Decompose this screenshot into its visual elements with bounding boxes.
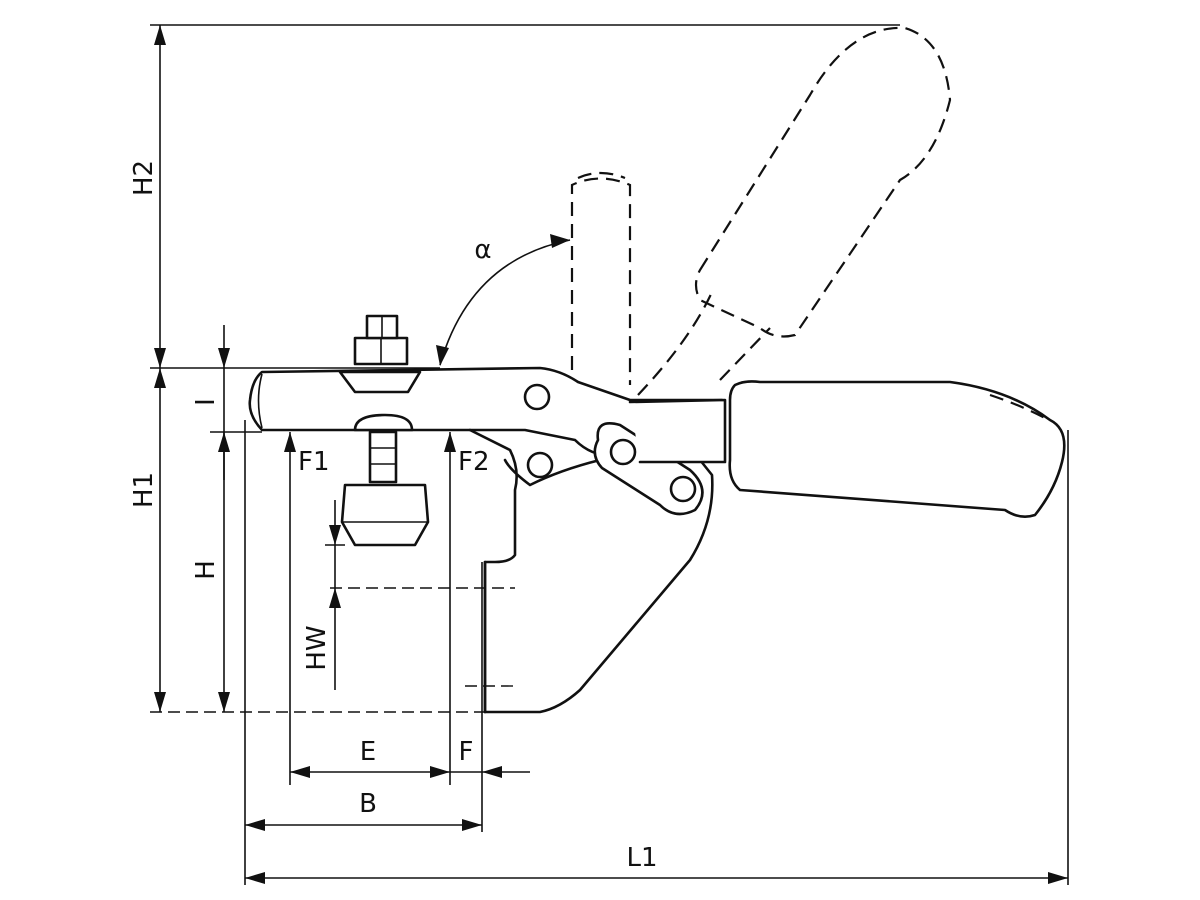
clamp-body [248, 314, 1066, 714]
label-h: H [191, 560, 221, 580]
dimension-labels: H2 α I H1 H F1 F2 HW E F B L1 [129, 160, 658, 873]
label-hw: HW [302, 625, 332, 670]
pivot-pin-1 [523, 383, 551, 411]
top-washer [338, 370, 422, 394]
dim-i-arrow-top [218, 348, 230, 368]
label-h2: H2 [129, 160, 159, 196]
spindle-shaft [368, 430, 398, 484]
open-handle-grip [694, 26, 952, 338]
dim-b-arrow-left [245, 819, 265, 831]
pressure-pad [340, 483, 430, 547]
label-h1: H1 [129, 472, 159, 508]
label-f: F [459, 737, 474, 767]
pivot-pin-3 [609, 438, 637, 466]
label-alpha: α [474, 235, 491, 265]
dim-h1-arrow-top [154, 368, 166, 388]
label-l1: L1 [626, 843, 657, 873]
f1-arrow [284, 432, 296, 452]
label-f2: F2 [458, 447, 490, 477]
spindle-head [353, 413, 414, 432]
dim-h-arrow-bottom [218, 692, 230, 712]
dim-h2-arrow-bottom [154, 348, 166, 368]
pivot-pin-2 [526, 451, 554, 479]
handle-lever [628, 398, 727, 464]
dim-hw-arrow-bottom [329, 588, 341, 608]
dim-l1-arrow-right [1048, 872, 1068, 884]
handle-grip [728, 380, 1066, 518]
dim-h1-arrow-bottom [154, 692, 166, 712]
label-b: B [359, 789, 377, 819]
label-e: E [360, 737, 376, 767]
dim-hw-arrow-top [329, 525, 341, 545]
pivot-pin-4 [669, 475, 697, 503]
dim-alpha-arrow-start [436, 345, 449, 366]
grip-dash-mark [989, 393, 1046, 419]
dim-h2-arrow-top [154, 25, 166, 45]
dimension-lines [150, 24, 1069, 885]
handle-open-position [570, 26, 952, 396]
label-i: I [191, 398, 221, 406]
arm-tip [257, 373, 263, 429]
open-stem-cap [577, 171, 626, 180]
dim-e-arrow-right [430, 766, 450, 778]
open-handle-lever [637, 291, 771, 396]
dim-l1-arrow-left [245, 872, 265, 884]
dim-b-arrow-right [462, 819, 482, 831]
label-f1: F1 [298, 447, 330, 477]
open-stem [570, 177, 632, 385]
dim-alpha-arc [439, 239, 571, 366]
dim-e-arrow-left [290, 766, 310, 778]
f2-arrow [444, 432, 456, 452]
dim-f-arrow-right [482, 766, 502, 778]
dim-alpha-arrow-end [550, 234, 570, 248]
